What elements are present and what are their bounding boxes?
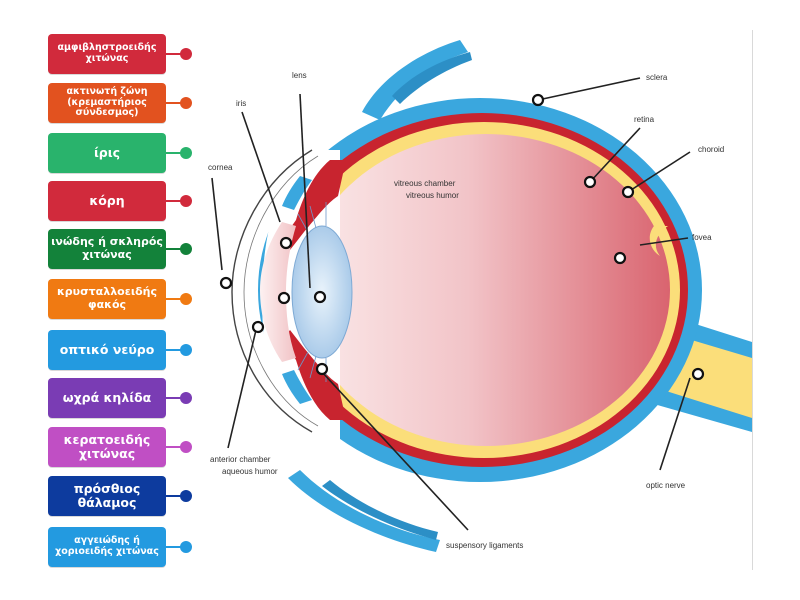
vitreous-humor-text: vitreous humor	[406, 191, 459, 200]
label-text: ωχρά κηλίδα	[62, 389, 152, 405]
right-divider	[752, 30, 753, 570]
drop-target-choroid[interactable]	[621, 185, 635, 199]
label-knob[interactable]	[180, 392, 192, 404]
label-text: ινώδης ή σκληρός χιτώνας	[51, 235, 163, 261]
drop-target-pupil[interactable]	[277, 291, 291, 305]
label-card-lens[interactable]: κρυσταλλοειδής φακός	[48, 279, 166, 319]
label-knob[interactable]	[180, 490, 192, 502]
label-card-cornea[interactable]: κερατοειδής χιτώνας	[48, 427, 166, 467]
label-connector	[166, 102, 186, 104]
label-card-fovea[interactable]: ωχρά κηλίδα	[48, 378, 166, 418]
label-card-iris[interactable]: ίρις	[48, 133, 166, 173]
label-connector	[166, 152, 186, 154]
drop-target-optic-nerve[interactable]	[691, 367, 705, 381]
label-knob[interactable]	[180, 195, 192, 207]
upper-iris-ciliary	[282, 160, 346, 250]
label-card-choroid[interactable]: αγγειώδης ή χοριοειδής χιτώνας	[48, 527, 166, 567]
cornea-shape	[231, 149, 313, 433]
vitreous-chamber-shape	[302, 134, 670, 446]
drop-target-fovea[interactable]	[613, 251, 627, 265]
label-card-retina[interactable]: αμφιβληστροειδής χιτώνας	[48, 34, 166, 74]
label-text: πρόσθιος θάλαμος	[73, 480, 141, 510]
label-text: αμφιβληστροειδής χιτώνας	[57, 42, 157, 64]
lower-iris-ciliary	[282, 330, 346, 420]
label-knob[interactable]	[180, 441, 192, 453]
drop-target-lens[interactable]	[313, 290, 327, 304]
drop-target-sclera[interactable]	[531, 93, 545, 107]
label-text: κρυσταλλοειδής φακός	[56, 285, 158, 311]
label-card-optic-nerve[interactable]: οπτικό νεύρο	[48, 330, 166, 370]
label-connector	[166, 200, 186, 202]
leader-lines	[211, 77, 691, 531]
cornea-text: cornea	[208, 163, 233, 172]
retina-text: retina	[634, 115, 655, 124]
sclera-text: sclera	[646, 73, 668, 82]
lower-muscle	[288, 470, 440, 552]
label-text: κόρη	[89, 192, 125, 208]
label-connector	[166, 446, 186, 448]
label-connector	[166, 349, 186, 351]
label-text: κερατοειδής χιτώνας	[63, 431, 151, 461]
label-connector	[166, 298, 186, 300]
label-text: ακτινωτή ζώνη (κρεμαστήριος σύνδεσμος)	[66, 85, 148, 119]
label-card-sclera[interactable]: ινώδης ή σκληρός χιτώνας	[48, 229, 166, 269]
label-connector	[166, 546, 186, 548]
label-connector	[166, 53, 186, 55]
label-knob[interactable]	[180, 97, 192, 109]
label-connector	[166, 397, 186, 399]
aqueous-humor-text: aqueous humor	[222, 467, 278, 476]
drop-target-cornea[interactable]	[219, 276, 233, 290]
label-card-pupil[interactable]: κόρη	[48, 181, 166, 221]
label-text: ίρις	[93, 144, 121, 160]
drop-target-anterior-chamber[interactable]	[251, 320, 265, 334]
suspensory-ligaments-text: suspensory ligaments	[446, 541, 523, 550]
anterior-chamber-text: anterior chamber	[210, 455, 271, 464]
drop-target-iris[interactable]	[279, 236, 293, 250]
label-knob[interactable]	[180, 344, 192, 356]
label-knob[interactable]	[180, 48, 192, 60]
anterior-chamber-shape	[260, 222, 296, 362]
label-connector	[166, 248, 186, 250]
label-card-suspensory-ligaments[interactable]: ακτινωτή ζώνη (κρεμαστήριος σύνδεσμος)	[48, 83, 166, 123]
label-knob[interactable]	[180, 243, 192, 255]
vitreous-chamber-text: vitreous chamber	[394, 179, 456, 188]
label-knob[interactable]	[180, 541, 192, 553]
label-text: αγγειώδης ή χοριοειδής χιτώνας	[55, 535, 159, 557]
drop-target-retina[interactable]	[583, 175, 597, 189]
fovea-text: fovea	[692, 233, 712, 242]
label-knob[interactable]	[180, 293, 192, 305]
label-connector	[166, 495, 186, 497]
iris-text: iris	[236, 99, 246, 108]
label-text: οπτικό νεύρο	[59, 341, 155, 357]
drop-target-suspensory-ligaments[interactable]	[315, 362, 329, 376]
label-knob[interactable]	[180, 147, 192, 159]
optic-nerve-text: optic nerve	[646, 481, 686, 490]
label-card-anterior-chamber[interactable]: πρόσθιος θάλαμος	[48, 476, 166, 516]
choroid-text: choroid	[698, 145, 724, 154]
lens-text: lens	[292, 71, 307, 80]
